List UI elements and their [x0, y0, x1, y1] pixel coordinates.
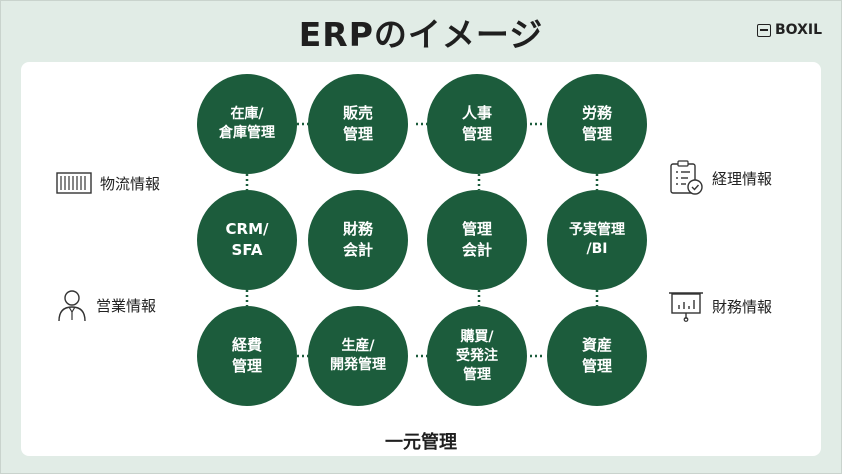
module-inventory-warehouse: 在庫/ 倉庫管理 — [197, 74, 297, 174]
module-financial-accounting: 財務 会計 — [308, 190, 408, 290]
side-financial: 財務情報 — [668, 290, 772, 322]
presentation-chart-icon — [669, 292, 703, 322]
module-purchasing-ordering: 購買/ 受発注 管理 — [427, 306, 527, 406]
side-financial-label: 財務情報 — [712, 297, 773, 316]
module-asset-management: 資産 管理 — [547, 306, 647, 406]
side-sales: 営業情報 — [56, 288, 156, 322]
footer-caption: 一元管理 — [385, 432, 457, 453]
module-budget-bi: 予実管理 /BI — [547, 190, 647, 290]
module-crm-sfa: CRM/ SFA — [197, 190, 297, 290]
module-hr-management: 人事 管理 — [427, 74, 527, 174]
page-title: ERPのイメージ — [298, 15, 544, 54]
businessperson-icon — [58, 290, 86, 322]
clipboard-check-icon — [670, 160, 703, 195]
brand-name: BOXIL — [775, 22, 822, 38]
side-accounting: 経理情報 — [668, 160, 772, 196]
diagram-panel — [21, 62, 821, 456]
side-sales-label: 営業情報 — [96, 296, 157, 315]
module-expense-management: 経費 管理 — [197, 306, 297, 406]
brand-logo: BOXIL — [757, 22, 822, 38]
side-logistics-label: 物流情報 — [100, 174, 161, 193]
module-production-development: 生産/ 開発管理 — [308, 306, 408, 406]
brand-box-icon — [757, 23, 771, 37]
container-icon — [56, 172, 92, 194]
module-sales-management: 販売 管理 — [308, 74, 408, 174]
side-accounting-label: 経理情報 — [712, 169, 773, 188]
module-management-accounting: 管理 会計 — [427, 190, 527, 290]
module-labor-management: 労務 管理 — [547, 74, 647, 174]
side-logistics: 物流情報 — [56, 170, 160, 196]
